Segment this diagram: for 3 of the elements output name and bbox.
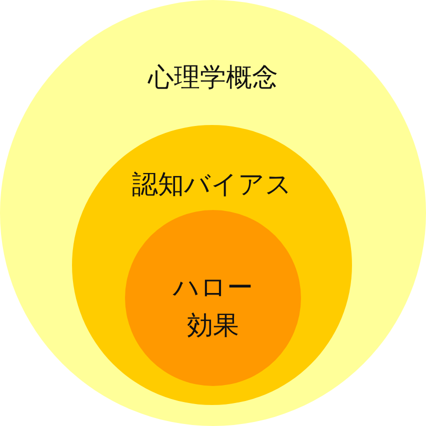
set-label: ハロー効果 [172,272,254,343]
set-label: 心理学概念 [148,62,278,95]
set-label: 認知バイアス [132,169,292,202]
